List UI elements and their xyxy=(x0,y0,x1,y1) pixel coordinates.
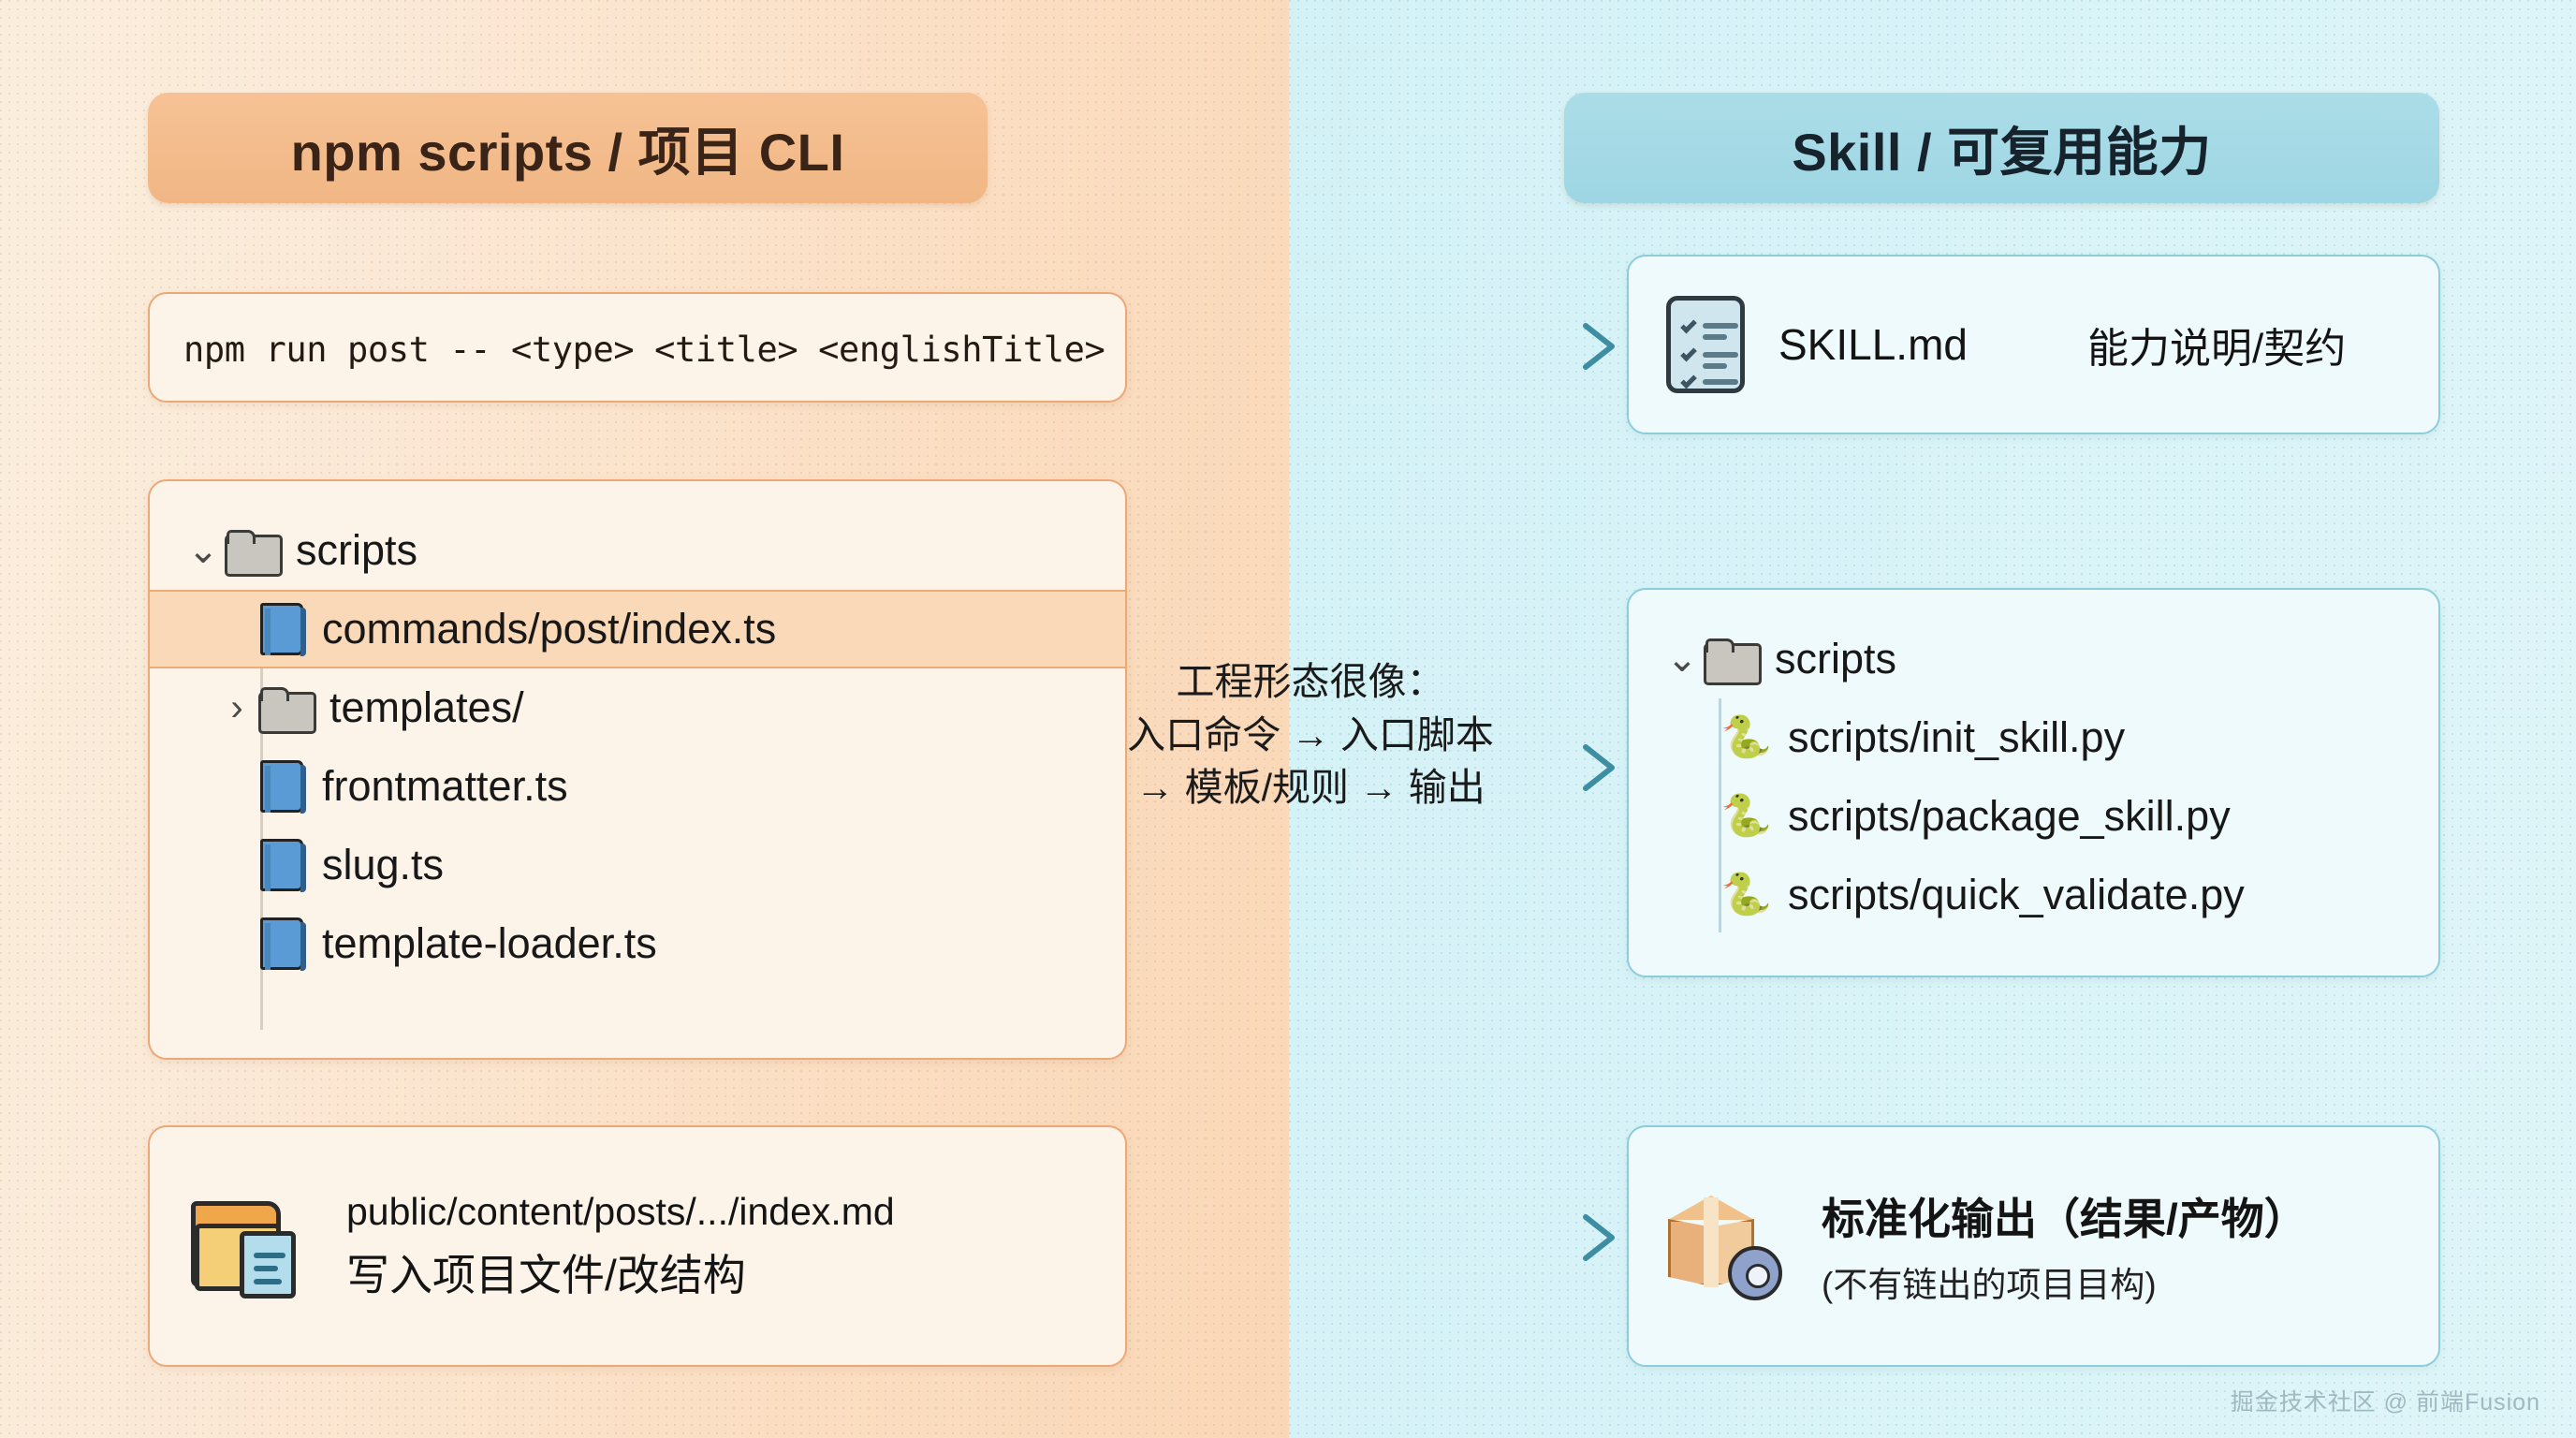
tree-row-slug[interactable]: slug.ts xyxy=(150,826,1125,904)
checklist-clipboard-icon xyxy=(1666,296,1745,393)
tree-row-scripts-root[interactable]: ⌄ scripts xyxy=(1629,620,2438,698)
right-file-tree-card[interactable]: ⌄ scripts 🐍 scripts/init_skill.py 🐍 scri… xyxy=(1627,588,2440,977)
ts-file-icon xyxy=(260,760,306,814)
python-icon: 🐍 xyxy=(1720,872,1772,917)
tree-label: frontmatter.ts xyxy=(322,762,568,810)
tree-row-package-skill[interactable]: 🐍 scripts/package_skill.py xyxy=(1629,777,2438,856)
ts-file-icon xyxy=(260,603,306,656)
folder-closed-icon xyxy=(258,687,316,734)
left-file-tree: ⌄ scripts commands/post/index.ts › templ… xyxy=(150,481,1125,1058)
tree-label: slug.ts xyxy=(322,841,445,888)
left-section-header: npm scripts / 项目 CLI xyxy=(148,93,988,203)
chevron-down-icon[interactable]: ⌄ xyxy=(187,530,219,571)
tree-label: scripts/init_skill.py xyxy=(1788,713,2126,761)
ts-file-icon xyxy=(260,917,306,971)
tree-row-commands-post-index[interactable]: commands/post/index.ts xyxy=(150,590,1125,668)
skill-md-filename: SKILL.md xyxy=(1778,320,1968,369)
folder-document-icon xyxy=(191,1196,301,1299)
output-subtitle: (不有链出的项目目构) xyxy=(1822,1266,2157,1304)
package-gear-icon xyxy=(1666,1192,1782,1300)
tree-label: scripts xyxy=(1775,635,1897,682)
chevron-down-icon[interactable]: ⌄ xyxy=(1666,638,1698,680)
ts-file-icon xyxy=(260,839,306,892)
tree-row-template-loader[interactable]: template-loader.ts xyxy=(150,904,1125,983)
middle-comparison-caption: 工程形态很像： 入口命令 → 入口脚本 → 模板/规则 → 输出 xyxy=(1086,655,1535,814)
skill-md-card[interactable]: SKILL.md 能力说明/契约 xyxy=(1627,255,2440,434)
tree-row-init-skill[interactable]: 🐍 scripts/init_skill.py xyxy=(1629,698,2438,777)
caption-line-2: 入口命令 → 入口脚本 xyxy=(1127,712,1494,756)
output-caption: 写入项目文件/改结构 xyxy=(346,1250,746,1299)
tree-label: templates/ xyxy=(329,683,524,731)
tree-label: commands/post/index.ts xyxy=(322,605,777,653)
tree-label: scripts/quick_validate.py xyxy=(1788,871,2245,918)
connector-command-to-skill xyxy=(1129,323,1615,370)
output-title: 标准化输出（结果/产物） xyxy=(1822,1195,2307,1243)
caption-line-3: → 模板/规则 → 输出 xyxy=(1135,766,1486,810)
tree-label: template-loader.ts xyxy=(322,919,657,967)
watermark: 掘金技术社区 @ 前端Fusion xyxy=(2230,1389,2540,1416)
right-output-card[interactable]: 标准化输出（结果/产物） (不有链出的项目目构) xyxy=(1627,1125,2440,1367)
right-section-header: Skill / 可复用能力 xyxy=(1564,93,2439,203)
python-icon: 🐍 xyxy=(1720,793,1772,839)
left-output-card[interactable]: public/content/posts/.../index.md 写入项目文件… xyxy=(148,1125,1127,1367)
python-icon: 🐍 xyxy=(1720,714,1772,760)
tree-row-quick-validate[interactable]: 🐍 scripts/quick_validate.py xyxy=(1629,856,2438,934)
tree-row-scripts-root[interactable]: ⌄ scripts xyxy=(150,511,1125,590)
folder-open-icon xyxy=(1704,638,1762,685)
tree-indent-guide xyxy=(1719,698,1721,932)
tree-label: scripts xyxy=(296,526,418,574)
tree-row-templates[interactable]: › templates/ xyxy=(150,668,1125,747)
connector-output-to-output xyxy=(1129,1214,1615,1261)
caption-line-1: 工程形态很像： xyxy=(1176,660,1445,703)
tree-label: scripts/package_skill.py xyxy=(1788,792,2231,840)
output-path: public/content/posts/.../index.md xyxy=(346,1189,895,1233)
left-file-tree-card[interactable]: ⌄ scripts commands/post/index.ts › templ… xyxy=(148,479,1127,1060)
skill-md-description: 能力说明/契约 xyxy=(2087,326,2347,372)
npm-command-text: npm run post -- <type> <title> <englishT… xyxy=(183,329,1105,370)
right-file-tree: ⌄ scripts 🐍 scripts/init_skill.py 🐍 scri… xyxy=(1629,590,2438,976)
folder-open-icon xyxy=(225,530,283,577)
npm-command-card[interactable]: npm run post -- <type> <title> <englishT… xyxy=(148,292,1127,403)
chevron-right-icon[interactable]: › xyxy=(230,686,243,728)
tree-row-frontmatter[interactable]: frontmatter.ts xyxy=(150,747,1125,826)
